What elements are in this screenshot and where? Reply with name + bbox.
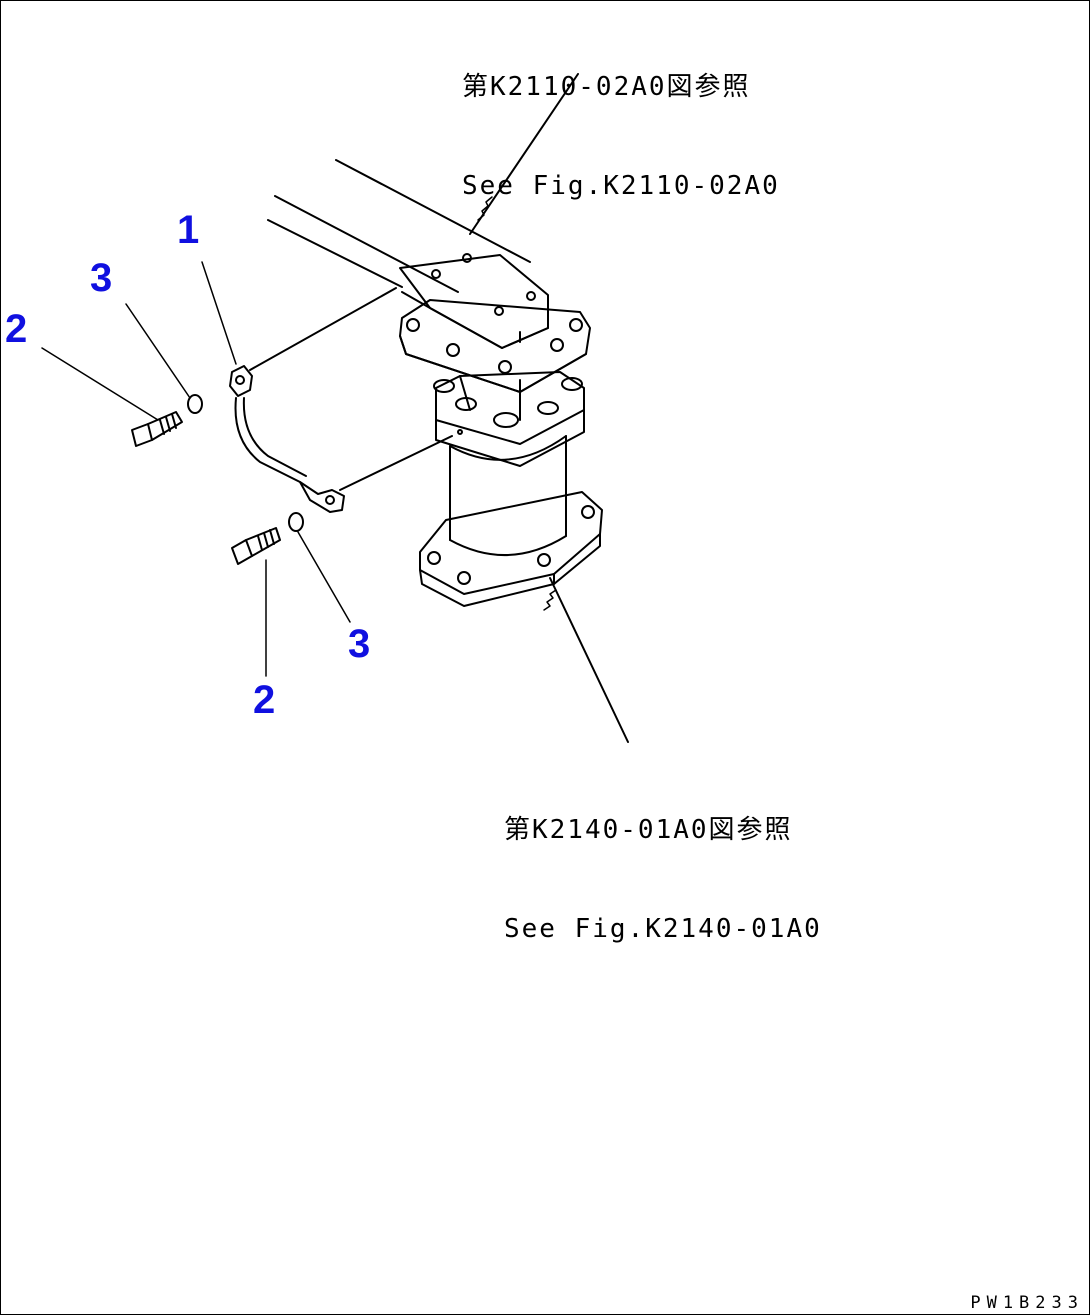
top-reference-leader <box>469 73 579 235</box>
top-reference-jp: 第K2110-02A0図参照 <box>462 72 751 102</box>
callout-bolt-upper: 2 <box>5 307 28 351</box>
drawing-code: PW1B233 <box>970 1293 1084 1313</box>
top-reference-en: See Fig.K2110-02A0 <box>462 171 780 201</box>
callout-cable: 1 <box>177 208 200 252</box>
callout-washer-lower: 3 <box>348 622 371 666</box>
ground-cable <box>229 287 453 513</box>
swivel-cylinder <box>449 435 567 556</box>
lower-bolt <box>231 527 281 565</box>
lower-flange <box>419 491 603 607</box>
boom-arm <box>267 159 549 349</box>
bottom-reference-jp: 第K2140-01A0図参照 <box>504 815 793 845</box>
top-reference-label: 第K2110-02A0図参照 See Fig.K2110-02A0 <box>462 5 780 236</box>
bottom-reference-en: See Fig.K2140-01A0 <box>504 914 822 944</box>
bottom-reference-leader <box>543 577 629 743</box>
upper-bolt <box>131 411 183 447</box>
callout-washer-upper: 3 <box>90 256 113 300</box>
upper-washer <box>187 394 203 414</box>
swivel-joint <box>433 371 585 467</box>
callout-leaders <box>41 261 351 677</box>
lower-washer <box>288 512 304 532</box>
callout-bolt-lower: 2 <box>253 678 276 722</box>
bottom-reference-label: 第K2140-01A0図参照 See Fig.K2140-01A0 <box>504 748 822 979</box>
